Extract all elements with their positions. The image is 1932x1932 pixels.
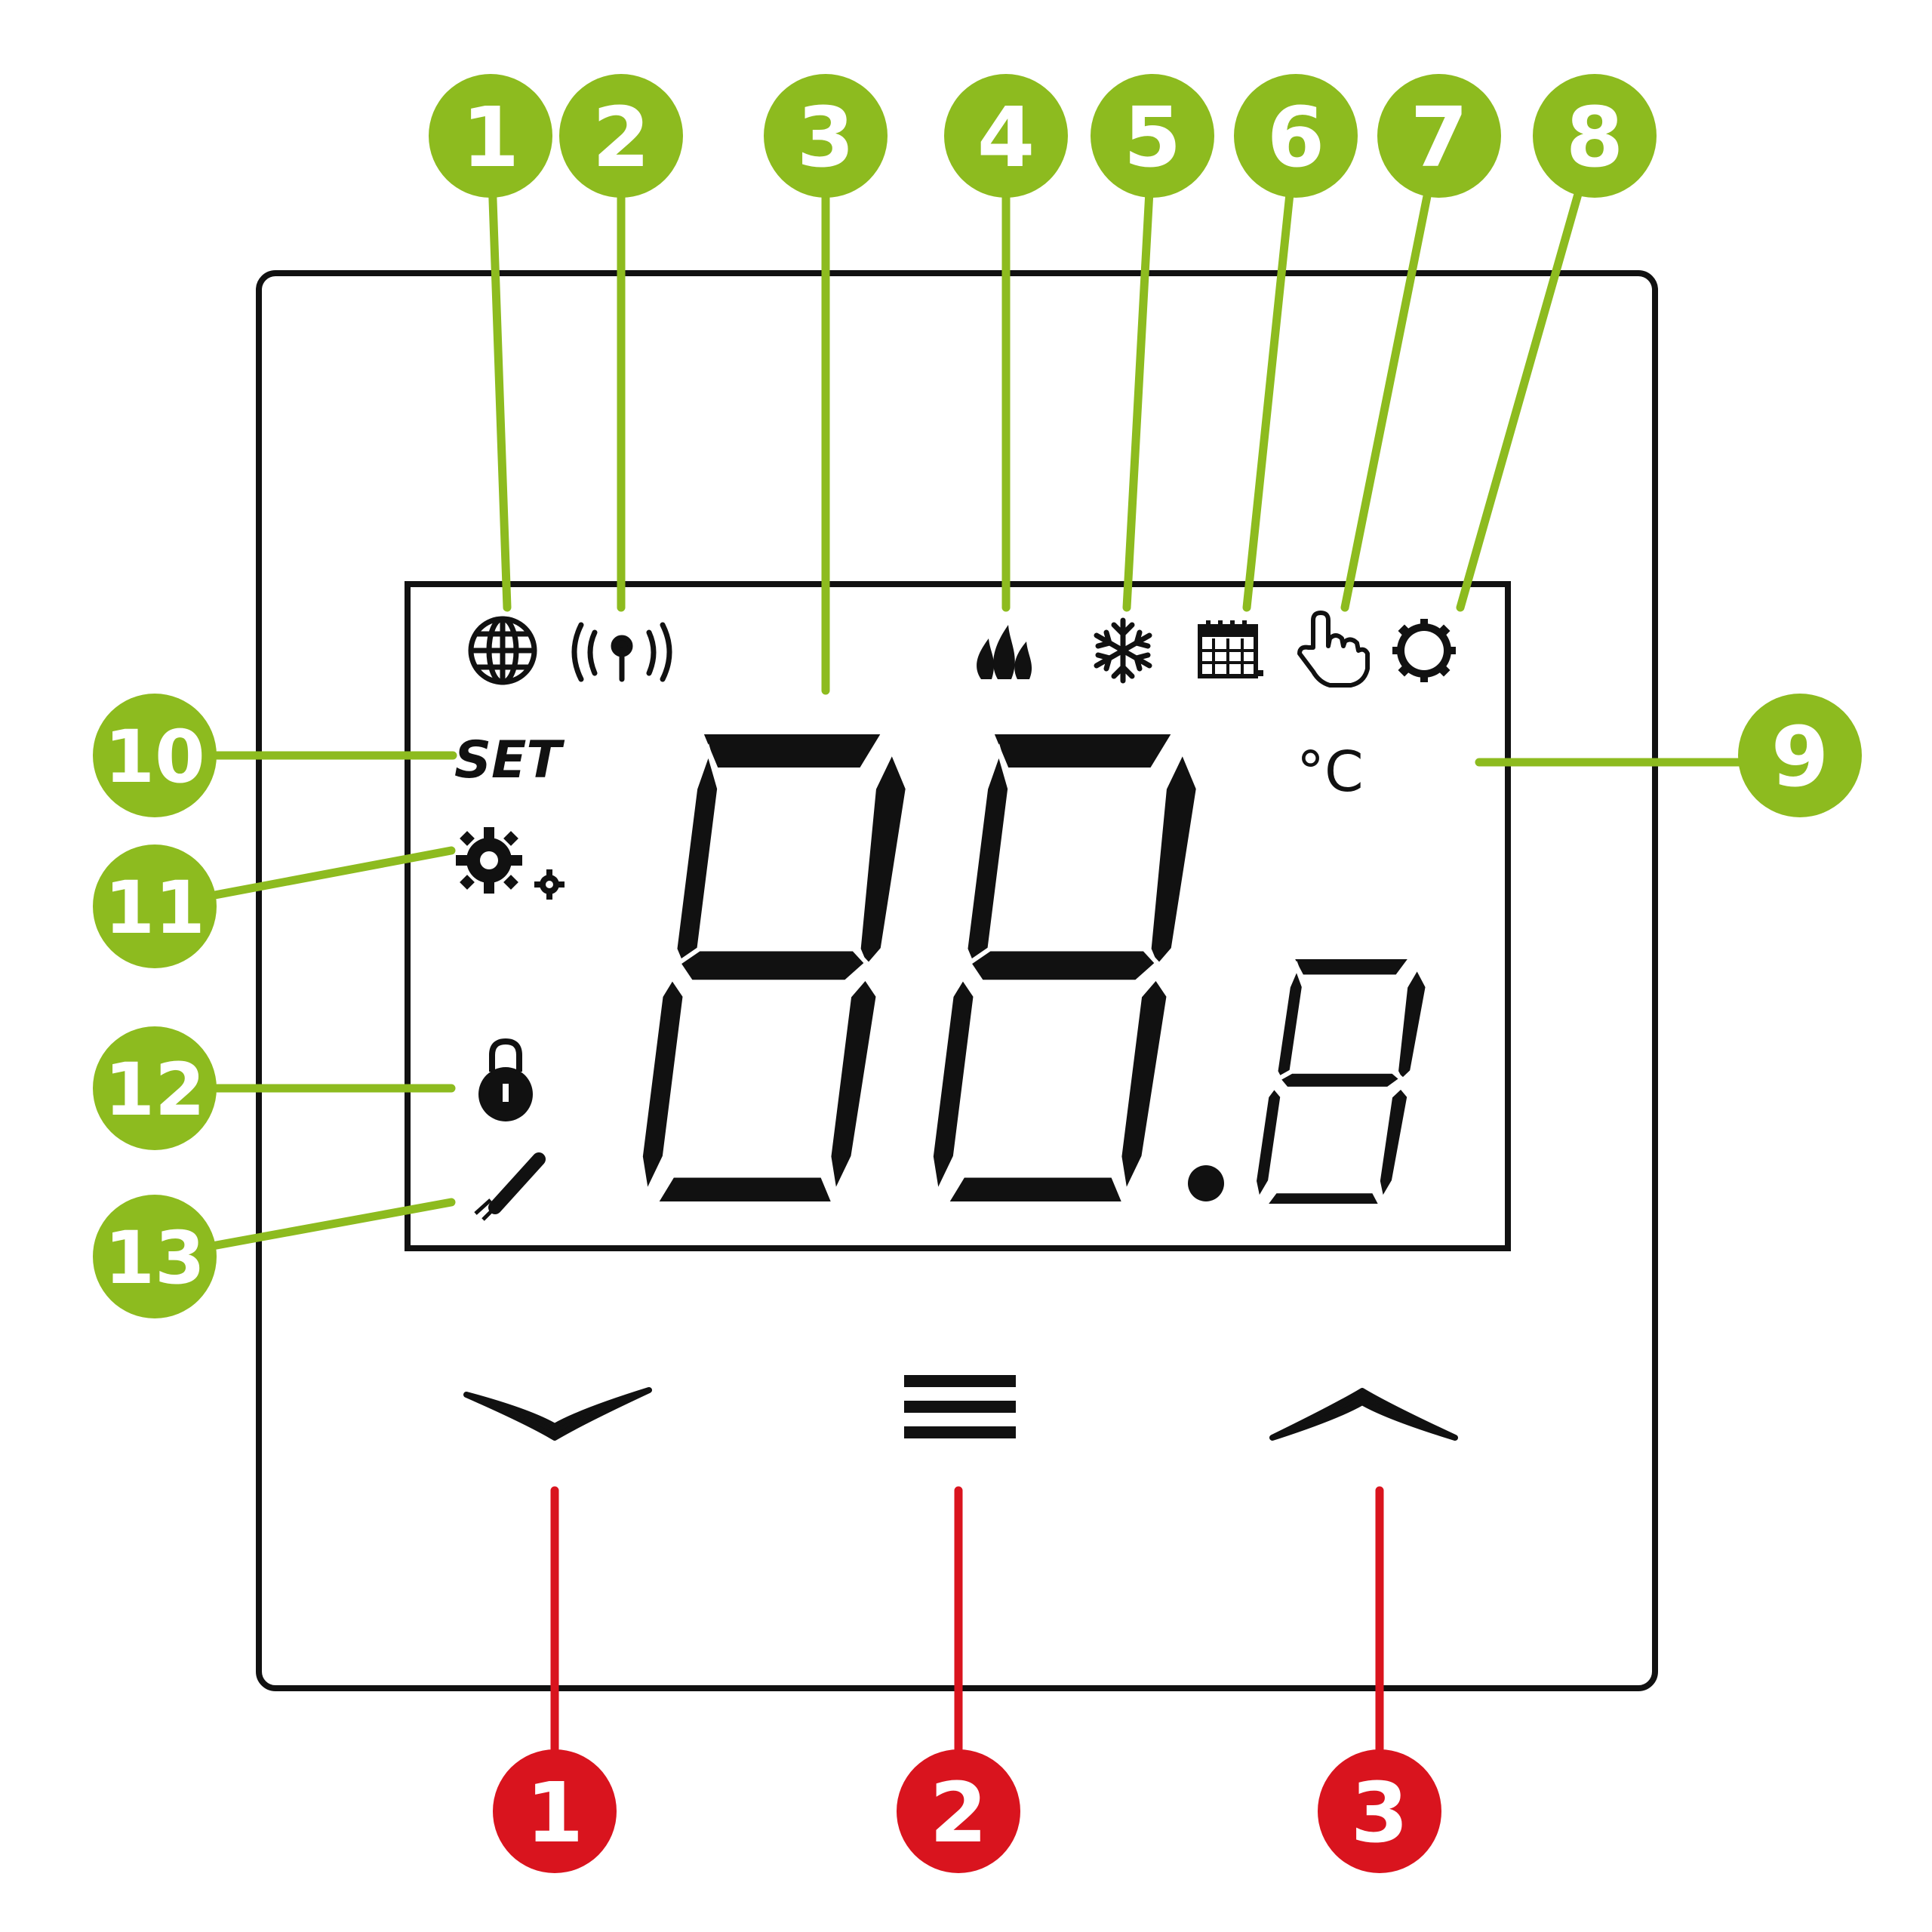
callout-number: 11 <box>104 866 205 950</box>
callout-number: 1 <box>462 89 520 186</box>
callout-number: 13 <box>104 1216 205 1300</box>
callout-badge-8: 8 <box>1533 74 1657 198</box>
callout-badge-4: 4 <box>944 74 1068 198</box>
digit-segment-b <box>856 745 910 973</box>
digit-segment-b <box>1146 745 1201 973</box>
wireless-signal-icon <box>571 622 672 682</box>
menu-icon[interactable] <box>904 1375 1016 1438</box>
callout-number: 9 <box>1771 709 1829 805</box>
button-badge-1: 1 <box>493 1749 617 1873</box>
callout-badge-12: 12 <box>93 1026 217 1150</box>
callout-number: 12 <box>104 1048 205 1132</box>
lcd-frame <box>405 581 1511 1251</box>
callout-number: 5 <box>1124 89 1182 186</box>
chevron-up-icon[interactable] <box>1269 1388 1458 1441</box>
calendar-icon <box>1198 620 1263 678</box>
digit-segment-a <box>697 730 888 772</box>
unit-celsius: °C <box>1297 740 1364 804</box>
digit-segment-e <box>1251 1082 1285 1208</box>
leader-line-8 <box>1456 131 1599 612</box>
leader-line-6 <box>1242 131 1300 612</box>
button-number: 2 <box>930 1764 988 1861</box>
lock-icon <box>478 1038 533 1121</box>
callout-number: 8 <box>1566 89 1624 186</box>
green-leader-lines <box>150 131 1804 1261</box>
callout-badge-11: 11 <box>93 844 217 968</box>
callout-number: 3 <box>797 89 855 186</box>
leader-line-5 <box>1122 131 1157 612</box>
small-digit-tenths <box>1251 955 1430 1208</box>
large-digit-ones <box>928 730 1201 1206</box>
leader-line-1 <box>486 131 512 612</box>
button-badge-2: 2 <box>897 1749 1020 1873</box>
large-digit-tens <box>638 730 910 1206</box>
callout-badge-9: 9 <box>1738 694 1862 817</box>
snowflake-icon <box>1094 617 1152 684</box>
decimal-point <box>1188 1165 1224 1201</box>
callout-badge-7: 7 <box>1377 74 1501 198</box>
digit-segment-d <box>651 1173 838 1206</box>
globe-icon <box>468 616 537 685</box>
hand-pointer-icon <box>1297 611 1370 688</box>
digit-segment-a <box>987 730 1179 772</box>
callout-number: 7 <box>1411 89 1469 186</box>
callout-number: 10 <box>104 715 205 799</box>
callout-badge-6: 6 <box>1234 74 1358 198</box>
callout-badge-2: 2 <box>559 74 683 198</box>
digit-segment-f <box>672 743 722 973</box>
leader-line-7 <box>1340 131 1444 612</box>
digit-segment-f <box>1273 961 1306 1085</box>
digit-segment-b <box>1393 962 1430 1085</box>
digit-segment-c <box>826 974 881 1202</box>
digit-segment-e <box>638 973 688 1202</box>
digit-segment-g <box>675 946 870 985</box>
callout-badge-5: 5 <box>1091 74 1214 198</box>
digit-segment-a <box>1287 955 1417 980</box>
callout-number: 2 <box>592 89 651 186</box>
digit-segment-c <box>1117 974 1171 1202</box>
digit-segment-e <box>928 973 978 1202</box>
temperature-digits <box>638 730 1430 1208</box>
callout-badge-3: 3 <box>764 74 888 198</box>
callout-badge-10: 10 <box>93 694 217 817</box>
set-label: SET <box>454 731 565 790</box>
digit-segment-f <box>963 743 1013 973</box>
digit-segment-d <box>1260 1189 1386 1208</box>
callout-number: 6 <box>1267 89 1325 186</box>
digit-segment-d <box>942 1173 1128 1206</box>
gears-icon <box>456 827 565 900</box>
sensor-probe-icon <box>474 1152 546 1221</box>
digit-segment-c <box>1375 1083 1412 1208</box>
digit-segment-g <box>965 946 1161 985</box>
flame-icon <box>977 625 1032 679</box>
button-badge-3: 3 <box>1318 1749 1441 1873</box>
chevron-down-icon[interactable] <box>463 1387 652 1441</box>
digit-segment-g <box>1274 1069 1406 1091</box>
callout-badge-13: 13 <box>93 1195 217 1318</box>
callout-number: 4 <box>977 89 1035 186</box>
device-outline <box>256 270 1658 1691</box>
callout-badge-1: 1 <box>429 74 552 198</box>
button-number: 3 <box>1351 1764 1409 1861</box>
sun-icon <box>1392 619 1456 682</box>
button-number: 1 <box>526 1764 584 1861</box>
